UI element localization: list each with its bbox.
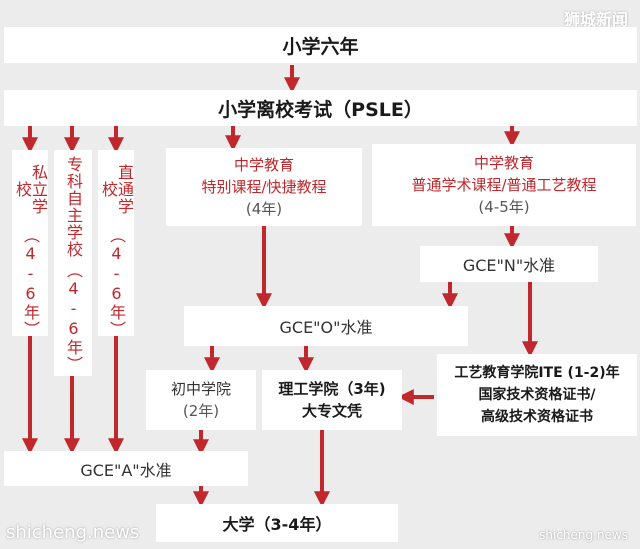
university-label: 大学（3-4年） [222, 515, 332, 534]
gce-o-level-label: GCE"O"水准 [279, 318, 373, 337]
node-polytechnic: 理工学院（3年) 大专文凭 [262, 370, 402, 430]
through-train-school-label: 直通学校 [99, 163, 134, 215]
ite-label: 工艺教育学院ITE (1-2)年 [454, 365, 620, 381]
autonomous-school-label: 专科自主学校 [64, 156, 83, 258]
express-course-line1: 中学教育 [233, 156, 294, 174]
gce-n-level-label: GCE"N"水准 [462, 256, 556, 275]
node-express-course: 中学教育 特别课程/快捷教程 (4年) [166, 148, 362, 226]
private-school-years: （4-6年） [21, 226, 40, 338]
node-normal-course: 中学教育 普通学术课程/普通工艺教程 (4-5年) [372, 144, 636, 226]
polytechnic-label: 理工学院（3年) [278, 380, 386, 398]
node-private-school: 私立学校 （4-6年） [12, 150, 48, 338]
node-autonomous-school: 专科自主学校 （4-6年） [54, 150, 92, 376]
watermark-bottom-right: shicheng.news [539, 528, 628, 542]
node-primary-six-years: 小学六年 [4, 27, 637, 63]
express-course-line2: 特别课程/快捷教程 [201, 178, 327, 196]
gce-a-level-label: GCE"A"水准 [80, 460, 172, 480]
junior-college-label: 初中学院 [170, 380, 231, 398]
ite-certificate-1: 国家技术资格证书/ [478, 387, 596, 403]
node-ite: 工艺教育学院ITE (1-2)年 国家技术资格证书/ 高级技术资格证书 [437, 354, 637, 436]
ite-certificate-2: 高级技术资格证书 [481, 409, 593, 425]
primary-six-years-label: 小学六年 [282, 35, 359, 58]
node-junior-college: 初中学院 (2年) [146, 370, 256, 430]
normal-course-line2: 普通学术课程/普通工艺教程 [411, 176, 597, 194]
node-gce-a-level: GCE"A"水准 [4, 451, 248, 486]
junior-college-duration: (2年) [182, 402, 220, 420]
normal-course-duration: (4-5年) [478, 198, 530, 216]
watermark-bottom-left: shicheng.news [6, 522, 140, 543]
node-through-train-school: 直通学校 （4-6年） [98, 150, 134, 338]
node-gce-n-level: GCE"N"水准 [420, 246, 598, 282]
node-psle: 小学离校考试（PSLE） [4, 90, 637, 126]
polytechnic-diploma: 大专文凭 [301, 402, 362, 420]
autonomous-school-years: （4-6年） [64, 262, 83, 373]
express-course-duration: (4年) [245, 200, 283, 218]
through-train-school-years: （4-6年） [107, 226, 126, 338]
normal-course-line1: 中学教育 [473, 154, 534, 172]
node-gce-o-level: GCE"O"水准 [184, 306, 468, 346]
private-school-label: 私立学校 [13, 163, 48, 215]
psle-label: 小学离校考试（PSLE） [218, 98, 423, 121]
node-university: 大学（3-4年） [156, 504, 398, 542]
watermark-top: 狮城新闻 [563, 10, 628, 29]
